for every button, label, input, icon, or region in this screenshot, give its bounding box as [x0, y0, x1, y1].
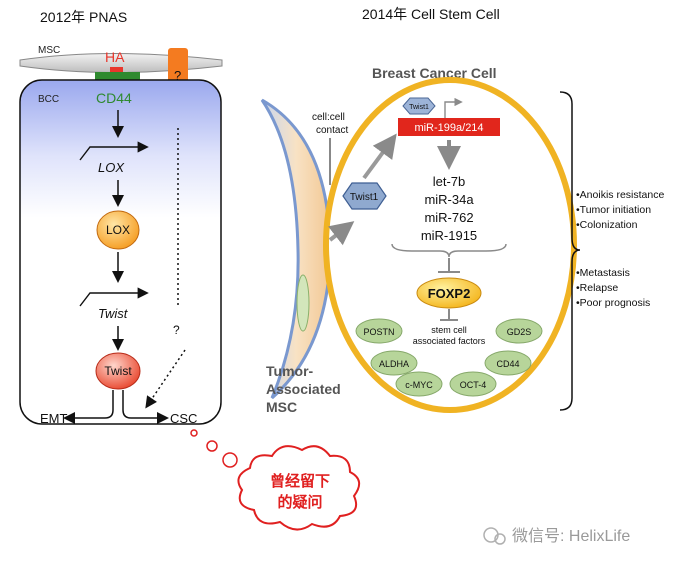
- lox-protein-label: LOX: [106, 223, 130, 237]
- watermark: 微信号: HelixLife: [483, 527, 630, 545]
- contact-label-line-2: contact: [316, 125, 348, 136]
- twist-protein-node: [95, 352, 141, 390]
- wechat-icon-inner: [494, 533, 506, 545]
- outcome-a-item: •Anoikis resistance: [576, 189, 664, 201]
- outcome-b-item: •Metastasis: [576, 267, 630, 279]
- thought-cloud: [237, 445, 361, 531]
- stem-label-line-1: stem cell: [431, 325, 467, 335]
- outcome-b-item: •Relapse: [576, 282, 618, 294]
- stem-label-line-2: associated factors: [413, 336, 486, 346]
- factor-node: [355, 318, 403, 344]
- mir-item: miR-1915: [421, 228, 477, 243]
- arrow-msc-twist1: [328, 221, 355, 246]
- csc-label: CSC: [170, 411, 197, 426]
- mir-box: [398, 118, 500, 136]
- mir-promoter-arrow: [444, 97, 463, 118]
- twist-gene-symbol: [79, 287, 149, 307]
- right-panel-title: 2014年 Cell Stem Cell: [362, 6, 500, 22]
- factor-node: [395, 371, 443, 397]
- factor-node: [370, 350, 418, 376]
- outcome-a-item: •Colonization: [576, 219, 638, 231]
- mir-item: let-7b: [433, 174, 466, 189]
- contact-label-line-1: cell:cell: [312, 112, 345, 123]
- msc-nucleus: [296, 274, 310, 332]
- mir-item: miR-762: [424, 210, 473, 225]
- msc-label-line-3: MSC: [266, 399, 297, 415]
- factor-label: c-MYC: [405, 380, 433, 390]
- mir-item: miR-34a: [424, 192, 474, 207]
- dotted-path-diagonal: [145, 349, 186, 409]
- foxp2-label: FOXP2: [428, 286, 471, 301]
- arrow-twist-emt: [63, 390, 114, 424]
- emt-label: EMT: [40, 411, 68, 426]
- left-panel-title: 2012年 PNAS: [40, 9, 127, 25]
- thought-dot-1: [190, 429, 198, 437]
- factor-label: OCT-4: [460, 380, 487, 390]
- twist1-node: [342, 182, 387, 210]
- foxp2-node: [416, 277, 482, 309]
- twist1-label: Twist1: [350, 192, 379, 203]
- outcome-b-item: •Poor prognosis: [576, 297, 650, 309]
- thought-dot-2: [206, 440, 218, 452]
- question-mid-label: ?: [173, 323, 180, 337]
- twist-small-node: [402, 97, 436, 115]
- msc-label-line-1: Tumor-: [266, 363, 314, 379]
- twist-small-label: Twist1: [409, 104, 429, 111]
- arrow-twist-csc: [122, 390, 169, 424]
- bcc-cell: [19, 79, 222, 425]
- cd44-bar: [95, 72, 140, 82]
- msc-crescent: [260, 98, 332, 400]
- arrow-twist1-mir: [362, 133, 397, 180]
- msc-label: MSC: [38, 45, 60, 56]
- thought-dot-3: [222, 452, 238, 468]
- factor-node: [484, 350, 532, 376]
- ha-label: HA: [105, 49, 125, 65]
- question-box-label: ?: [174, 68, 181, 83]
- lox-protein-node: [96, 210, 140, 250]
- thought-line-1: 曾经留下: [270, 472, 330, 490]
- msc-label-line-2: Associated: [266, 381, 341, 397]
- factor-label: POSTN: [363, 327, 394, 337]
- factor-node: [449, 371, 497, 397]
- factor-label: GD2S: [507, 327, 532, 337]
- mir-box-label: miR-199a/214: [414, 122, 483, 134]
- outcome-bracket: [559, 91, 581, 411]
- lox-gene-symbol: [79, 141, 149, 161]
- watermark-text: 微信号: HelixLife: [512, 527, 630, 545]
- thought-line-2: 的疑问: [277, 493, 322, 511]
- mir-brace: [391, 243, 507, 258]
- outcome-a-item: •Tumor initiation: [576, 204, 651, 216]
- cell-title: Breast Cancer Cell: [372, 65, 497, 81]
- factor-label: CD44: [496, 359, 519, 369]
- factor-label: ALDHA: [379, 359, 409, 369]
- factor-node: [495, 318, 543, 344]
- lox-gene-label: LOX: [98, 160, 125, 175]
- bcc-label: BCC: [38, 94, 59, 105]
- twist-protein-label: Twist: [104, 364, 132, 378]
- twist-gene-label: Twist: [98, 306, 129, 321]
- cd44-label: CD44: [96, 90, 132, 106]
- ha-bar: [110, 67, 123, 72]
